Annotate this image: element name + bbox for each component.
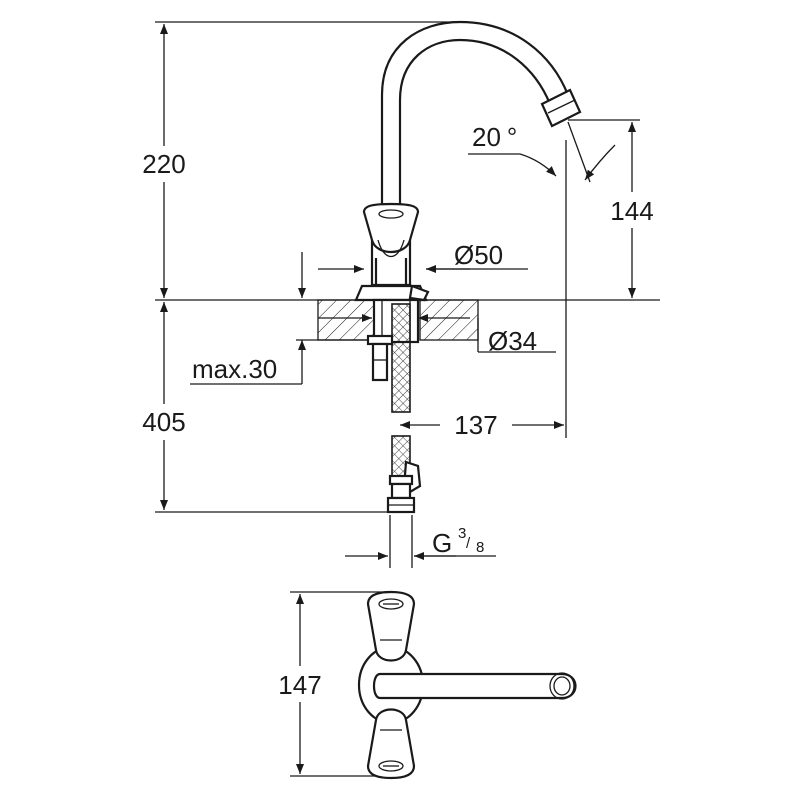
dimension-connector: G 3 / 8 bbox=[345, 525, 496, 560]
diameter-shank-label: Ø34 bbox=[488, 326, 537, 356]
dimension-height-spout: 144 bbox=[602, 122, 662, 298]
dimension-diameter-base: Ø50 bbox=[318, 240, 528, 273]
dimension-height-total: 220 bbox=[128, 24, 200, 298]
length-below-label: 405 bbox=[142, 407, 185, 437]
reach-label: 137 bbox=[454, 410, 497, 440]
dimension-reach: 137 bbox=[400, 404, 564, 440]
top-view-length-label: 147 bbox=[278, 670, 321, 700]
countertop-section bbox=[317, 299, 479, 341]
height-spout-label: 144 bbox=[610, 196, 653, 226]
connector-den-label: 8 bbox=[476, 539, 484, 556]
dimension-top-view-length: 147 bbox=[266, 594, 334, 774]
dimension-max-thickness: max.30 bbox=[190, 252, 374, 385]
max-thickness-label: max.30 bbox=[192, 354, 277, 384]
extension-lines bbox=[155, 21, 660, 777]
angle-label: 20° bbox=[472, 122, 517, 152]
dimension-angle: 20° bbox=[468, 121, 616, 183]
connector-g-label: G bbox=[432, 528, 452, 558]
diameter-base-label: Ø50 bbox=[454, 240, 503, 270]
height-total-label: 220 bbox=[142, 149, 185, 179]
dimension-length-below: 405 bbox=[128, 302, 200, 510]
connector-num-label: 3 bbox=[458, 525, 466, 542]
faucet-top-view bbox=[357, 590, 577, 780]
faucet-side-view bbox=[354, 20, 582, 514]
connector-slash: / bbox=[466, 535, 471, 552]
